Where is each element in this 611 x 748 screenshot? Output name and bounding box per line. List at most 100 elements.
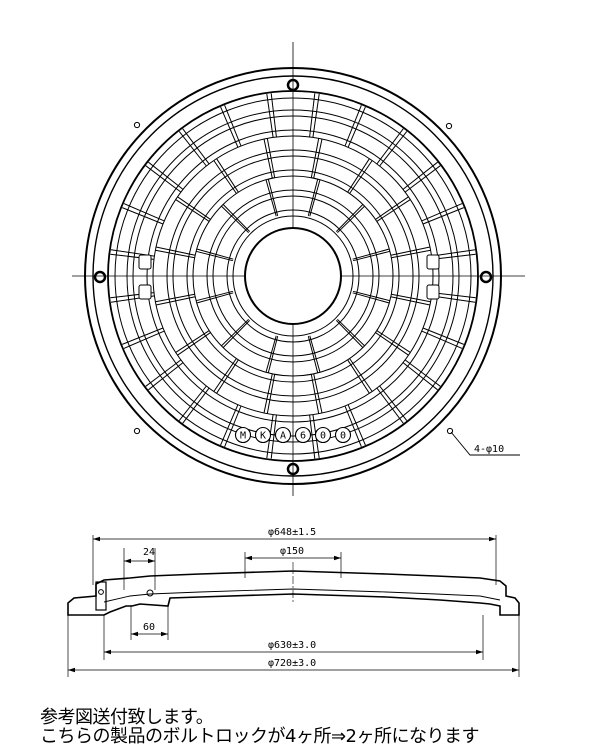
grid-rib xyxy=(347,404,366,446)
grid-ring xyxy=(132,115,454,437)
plate-letter-text: A xyxy=(280,431,286,442)
grid-rib xyxy=(122,327,164,345)
dim-outer-top: φ648±1.5 xyxy=(268,527,316,538)
dim-inner-bottom: φ630±3.0 xyxy=(268,640,316,651)
grid-rib xyxy=(177,332,211,356)
plate-letter-text: 0 xyxy=(320,431,326,442)
grid-ring xyxy=(126,109,460,443)
dim-60: 60 xyxy=(143,622,155,633)
rim-holes xyxy=(133,121,454,435)
grid-rib xyxy=(347,158,370,193)
plate-letter: M xyxy=(234,426,252,444)
grid-rib xyxy=(402,362,438,391)
grid-ring xyxy=(226,209,360,343)
grid-rib xyxy=(175,330,210,353)
outer-rim xyxy=(84,67,502,485)
plate-letter-text: 0 xyxy=(340,431,346,442)
grid-ring xyxy=(186,169,400,383)
rim-hole xyxy=(445,122,453,130)
grid-rib xyxy=(352,250,391,262)
grid-rib xyxy=(270,414,277,459)
grid-rib xyxy=(265,335,277,373)
grid-rib xyxy=(376,330,411,353)
arrowhead xyxy=(489,536,496,542)
grid-rib xyxy=(421,330,463,349)
grid-rib xyxy=(352,248,390,260)
arrowhead xyxy=(131,631,138,637)
grid-rib xyxy=(216,359,239,394)
grid-rib xyxy=(347,359,370,394)
plate-letter-circle xyxy=(334,426,352,444)
hole-callout: 4-φ10 xyxy=(474,444,504,455)
grid-rib xyxy=(224,105,242,147)
grid-ring xyxy=(114,97,472,455)
grid-rib xyxy=(390,246,431,256)
grid-rib xyxy=(402,161,438,190)
rim-inner-edge xyxy=(92,75,494,477)
grid-rib xyxy=(376,128,404,165)
grid-rib xyxy=(310,374,320,414)
grid-rib xyxy=(349,160,373,194)
grid-rib xyxy=(404,359,441,387)
arrowhead xyxy=(68,667,75,673)
grid-rib xyxy=(267,335,279,374)
arrowhead xyxy=(124,558,131,564)
rim-hole xyxy=(446,427,454,435)
grid-rib xyxy=(347,106,366,148)
rib-hole xyxy=(146,589,154,597)
section-view: φ648±1.5 24 φ150 60 φ630±3.0 φ720±3.0 xyxy=(67,527,520,677)
dim-rib-width: 24 xyxy=(143,547,155,558)
grid-rib xyxy=(404,165,441,193)
grid-rib xyxy=(266,374,276,414)
plate-letter-text: M xyxy=(240,431,246,442)
rim-hole xyxy=(133,121,141,129)
grid-rib xyxy=(376,387,404,424)
grid-rib xyxy=(182,128,210,165)
grid-rib xyxy=(266,138,276,178)
grid-rib xyxy=(224,405,242,447)
grid-rib xyxy=(309,93,316,138)
grid-slot xyxy=(426,284,440,300)
grid-rib xyxy=(220,106,239,148)
grid-rib xyxy=(313,138,323,179)
grid-rib xyxy=(307,335,319,374)
grid-rib xyxy=(122,207,164,225)
grid-rib xyxy=(313,373,323,414)
rim-hole xyxy=(133,427,141,435)
grid-rib xyxy=(421,203,463,222)
grid-ring xyxy=(206,189,380,363)
grid-rib xyxy=(344,405,362,447)
grid-rib xyxy=(266,93,274,138)
grid-rib xyxy=(263,138,273,179)
grid-rib xyxy=(222,320,251,348)
plate-letter: A xyxy=(274,426,292,444)
grid-rib xyxy=(307,178,319,217)
grid-rib xyxy=(155,249,195,259)
grid-ring xyxy=(232,215,354,337)
cover-profile xyxy=(67,570,520,616)
grid-rib xyxy=(123,203,165,222)
arrowhead xyxy=(334,555,341,561)
grid-rib xyxy=(267,178,279,217)
note-line-1: 参考図送付致します。 xyxy=(40,707,214,728)
grid-rib xyxy=(352,290,391,302)
arrowhead xyxy=(104,649,111,655)
grid-rib xyxy=(148,161,184,190)
plate-letter: 0 xyxy=(314,426,332,444)
plate-letter: 0 xyxy=(334,426,352,444)
grid-rib xyxy=(352,292,390,304)
grid-ring xyxy=(172,155,414,397)
cover-grid xyxy=(110,93,476,459)
grid-rib xyxy=(178,385,207,421)
plate-letter-text: 6 xyxy=(300,431,306,442)
cover-profile-inner xyxy=(103,588,501,603)
grid-rib xyxy=(145,165,182,193)
grid-rib xyxy=(155,246,196,256)
grid-rib xyxy=(196,248,234,260)
grid-rib xyxy=(344,105,362,147)
plate-letter-circle xyxy=(314,426,332,444)
center-hole xyxy=(244,227,342,325)
hole-callout-leader xyxy=(450,431,520,456)
bolt-holes xyxy=(93,78,493,476)
grid-ring xyxy=(212,195,374,357)
